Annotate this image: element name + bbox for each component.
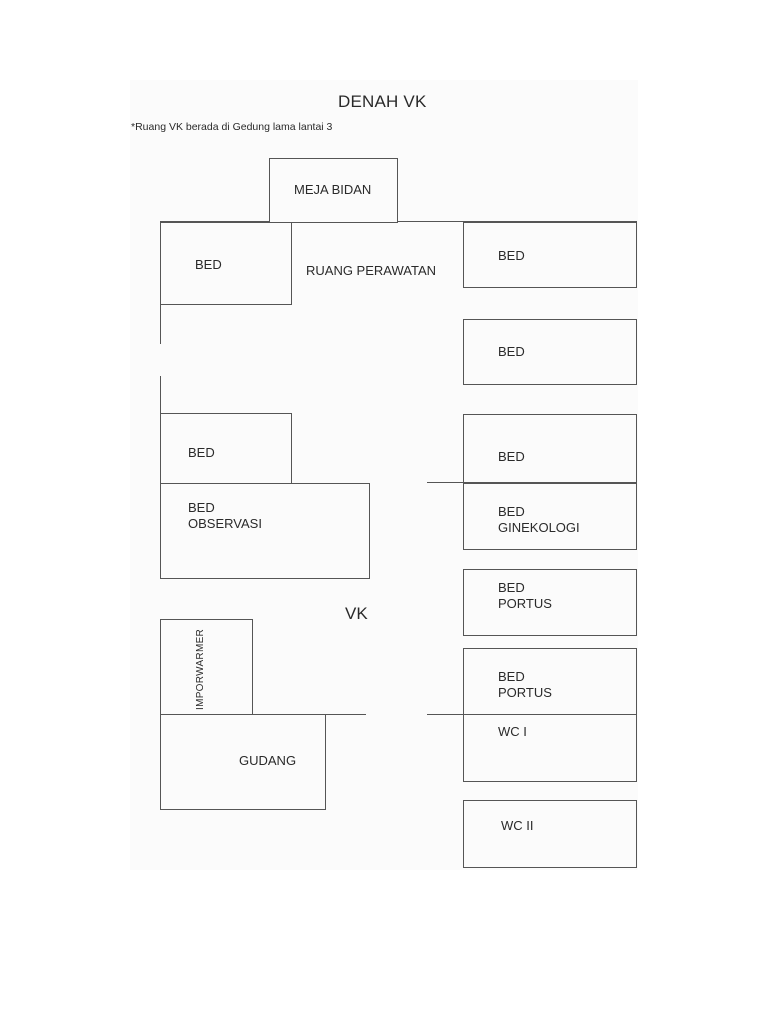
bed-portus-a-label: BED PORTUS <box>498 580 552 612</box>
bed-left-top-label: BED <box>195 257 222 272</box>
bed-right-1-room <box>463 222 637 288</box>
bed-right-2-label: BED <box>498 344 525 359</box>
imporwarmer-label: IMPORWARMER <box>195 628 206 710</box>
bed-observasi-label: BED OBSERVASI <box>188 500 262 532</box>
meja-bidan-room <box>269 158 398 223</box>
wc-1-label: WC I <box>498 724 527 739</box>
middle-divider-wall <box>427 482 637 483</box>
top-wall-left <box>160 221 270 222</box>
bed-observasi-line1: BED <box>188 500 215 515</box>
wc-2-label: WC II <box>501 818 534 833</box>
wc-2-room <box>463 800 637 868</box>
bed-left-mid-label: BED <box>188 445 215 460</box>
bed-ginekologi-label: BED GINEKOLOGI <box>498 504 580 536</box>
bed-portus-a-room <box>463 569 637 636</box>
page-title: DENAH VK <box>338 92 427 111</box>
left-wall-upper <box>160 304 161 344</box>
bed-right-3-room <box>463 414 637 484</box>
bed-observasi-room <box>160 483 370 579</box>
bed-left-top-room <box>160 222 292 305</box>
bed-right-2-room <box>463 319 637 385</box>
location-note: *Ruang VK berada di Gedung lama lantai 3 <box>131 121 333 133</box>
bed-ginekologi-line2: GINEKOLOGI <box>498 520 580 535</box>
top-wall-right <box>397 221 637 222</box>
bed-left-mid-room <box>160 413 292 484</box>
bed-portus-b-label: BED PORTUS <box>498 669 552 701</box>
imporwarmer-room <box>160 619 253 715</box>
meja-bidan-label: MEJA BIDAN <box>294 182 372 197</box>
bed-portus-b-line2: PORTUS <box>498 685 552 700</box>
wc-1-room <box>463 714 637 782</box>
vk-area-label: VK <box>345 604 368 623</box>
ruang-perawatan-label: RUANG PERAWATAN <box>306 263 437 278</box>
bed-portus-a-line1: BED <box>498 580 525 595</box>
gudang-room <box>160 714 326 810</box>
bed-right-1-label: BED <box>498 248 525 263</box>
bed-portus-a-line2: PORTUS <box>498 596 552 611</box>
bed-portus-b-line1: BED <box>498 669 525 684</box>
bed-right-3-label: BED <box>498 449 525 464</box>
bed-ginekologi-line1: BED <box>498 504 525 519</box>
gudang-label: GUDANG <box>239 753 297 768</box>
bed-ginekologi-room <box>463 483 637 550</box>
plan-sheet <box>130 80 638 870</box>
left-wall-lower <box>160 376 161 414</box>
bed-observasi-line2: OBSERVASI <box>188 516 262 531</box>
